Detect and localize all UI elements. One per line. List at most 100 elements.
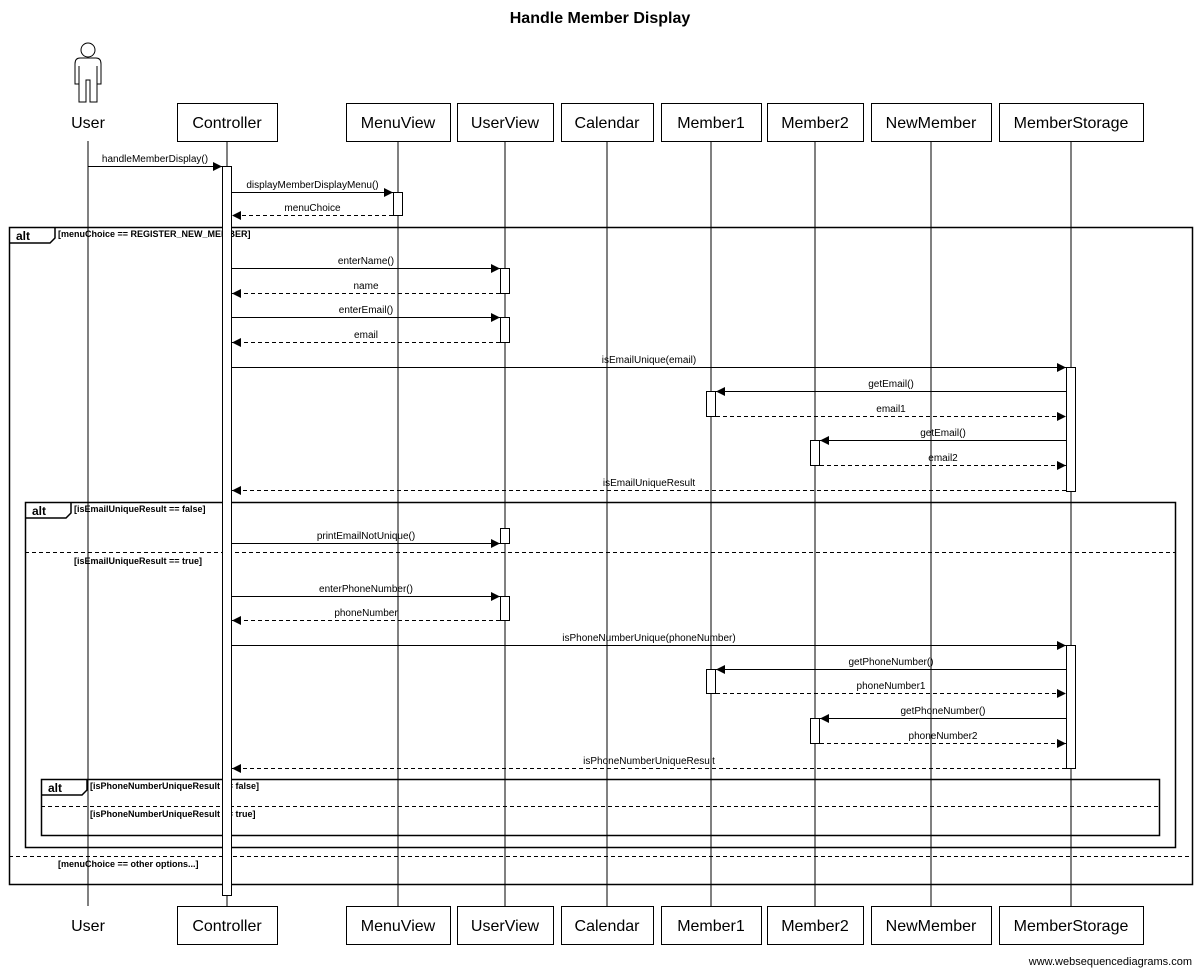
message-phone-number: phoneNumber <box>232 608 500 625</box>
message-enter-email-: enterEmail() <box>232 305 500 322</box>
message-menu-choice: menuChoice <box>232 203 393 220</box>
activation-user-view <box>500 317 510 343</box>
watermark: www.websequencediagrams.com <box>1028 956 1192 968</box>
activation-user-view <box>500 596 510 621</box>
user-actor-icon <box>74 42 102 103</box>
fragment-operator: alt <box>32 504 46 518</box>
message-label: handleMemberDisplay() <box>102 154 208 165</box>
activation-user-view <box>500 528 510 544</box>
participant-label: MenuView <box>361 918 436 935</box>
message-label: phoneNumber2 <box>909 731 978 742</box>
message-phone-number-1: phoneNumber1 <box>716 681 1066 698</box>
participant-user-bottom: User <box>71 918 105 935</box>
message-label: getEmail() <box>920 428 966 439</box>
message-handle-member-display-: handleMemberDisplay() <box>88 154 222 171</box>
fragment-operator: alt <box>16 229 30 243</box>
message-is-phone-number-unique-phone-number-: isPhoneNumberUnique(phoneNumber) <box>232 633 1066 650</box>
alt-fragment-3: alt[isPhoneNumberUniqueResult == false][… <box>40 778 1161 837</box>
message-get-phone-number-: getPhoneNumber() <box>716 657 1066 674</box>
message-label: email1 <box>876 404 906 415</box>
participant-label: Member2 <box>781 918 849 935</box>
activation-member-storage <box>1066 367 1076 492</box>
participant-label: Controller <box>192 115 262 132</box>
message-label: displayMemberDisplayMenu() <box>246 180 378 191</box>
message-label: enterPhoneNumber() <box>319 584 413 595</box>
message-phone-number-2: phoneNumber2 <box>820 731 1066 748</box>
message-label: getPhoneNumber() <box>848 657 933 668</box>
message-get-phone-number-: getPhoneNumber() <box>820 706 1066 723</box>
fragment-guard-2: [isPhoneNumberUniqueResult == true] <box>90 809 256 819</box>
activation-member-1 <box>706 669 716 694</box>
message-label: getEmail() <box>868 379 914 390</box>
participant-controller-bottom: Controller <box>177 906 278 945</box>
participant-member-1-bottom: Member1 <box>661 906 762 945</box>
activation-user-view <box>500 268 510 294</box>
alt-fragment-1: alt [menuChoice == REGISTER_NEW_MEMBER] [m… <box>8 226 1194 886</box>
participant-user-top: User <box>71 115 105 132</box>
participant-member-2-bottom: Member2 <box>767 906 864 945</box>
message-email: email <box>232 330 500 347</box>
participant-label: NewMember <box>886 918 977 935</box>
participant-calendar-bottom: Calendar <box>561 906 654 945</box>
participant-label: MenuView <box>361 115 436 132</box>
participant-label: Member1 <box>677 918 745 935</box>
fragment-guard-1: [isEmailUniqueResult == false] <box>74 504 206 514</box>
alt-fragment-2: alt [isEmailUniqueResult == false] [isEmai… <box>24 501 1177 849</box>
message-label: isPhoneNumberUniqueResult <box>583 756 715 767</box>
participant-label: UserView <box>471 115 540 132</box>
participant-label: Calendar <box>575 115 641 132</box>
message-label: getPhoneNumber() <box>900 706 985 717</box>
fragment-frames: alt [menuChoice == REGISTER_NEW_MEMBER] [m… <box>8 226 1194 886</box>
message-label: isPhoneNumberUnique(phoneNumber) <box>562 633 735 644</box>
participant-user-view-top: UserView <box>457 103 554 142</box>
fragment-guard-2: [menuChoice == other options...] <box>58 859 199 869</box>
messages: handleMemberDisplay() displayMemberDispla… <box>88 154 1066 773</box>
activation-member-1 <box>706 391 716 417</box>
fragment-guard-1: [menuChoice == REGISTER_NEW_MEMBER] <box>58 229 251 239</box>
message-label: email2 <box>928 453 958 464</box>
diagram-title: Handle Member Display <box>510 10 691 27</box>
participant-label: Calendar <box>575 918 641 935</box>
message-label: email <box>354 330 378 341</box>
participant-label: MemberStorage <box>1014 918 1129 935</box>
participant-calendar-top: Calendar <box>561 103 654 142</box>
message-label: enterName() <box>338 256 394 267</box>
participant-label: Controller <box>192 918 262 935</box>
activation-member-2 <box>810 718 820 744</box>
participant-label: User <box>71 918 105 935</box>
message-label: phoneNumber1 <box>857 681 926 692</box>
message-label: phoneNumber <box>334 608 398 619</box>
participant-member-1-top: Member1 <box>661 103 762 142</box>
activation-bars <box>222 166 1076 896</box>
participant-heads: UserUserControllerControllerMenuViewMenu… <box>71 42 1144 945</box>
message-enter-name-: enterName() <box>232 256 500 273</box>
message-label: isEmailUniqueResult <box>603 478 695 489</box>
participant-new-member-bottom: NewMember <box>871 906 992 945</box>
message-is-phone-number-unique-result: isPhoneNumberUniqueResult <box>232 756 1066 773</box>
message-is-email-unique-result: isEmailUniqueResult <box>232 478 1066 495</box>
participant-member-storage-bottom: MemberStorage <box>999 906 1144 945</box>
participant-label: MemberStorage <box>1014 115 1129 132</box>
participant-label: User <box>71 115 105 132</box>
participant-label: Member2 <box>781 115 849 132</box>
message-label: printEmailNotUnique() <box>317 531 415 542</box>
fragment-guard-2: [isEmailUniqueResult == true] <box>74 556 202 566</box>
participant-label: NewMember <box>886 115 977 132</box>
message-label: menuChoice <box>284 203 341 214</box>
fragment-guard-1: [isPhoneNumberUniqueResult == false] <box>90 781 259 791</box>
participant-new-member-top: NewMember <box>871 103 992 142</box>
lifelines <box>87 141 1072 906</box>
message-print-email-not-unique-: printEmailNotUnique() <box>232 531 500 548</box>
message-email-1: email1 <box>716 404 1066 421</box>
participant-member-storage-top: MemberStorage <box>999 103 1144 142</box>
participant-label: UserView <box>471 918 540 935</box>
participant-controller-top: Controller <box>177 103 278 142</box>
activation-controller <box>222 166 232 896</box>
activation-member-storage <box>1066 645 1076 769</box>
message-label: enterEmail() <box>339 305 393 316</box>
message-name: name <box>232 281 500 298</box>
participant-menu-view-top: MenuView <box>346 103 451 142</box>
message-email-2: email2 <box>820 453 1066 470</box>
